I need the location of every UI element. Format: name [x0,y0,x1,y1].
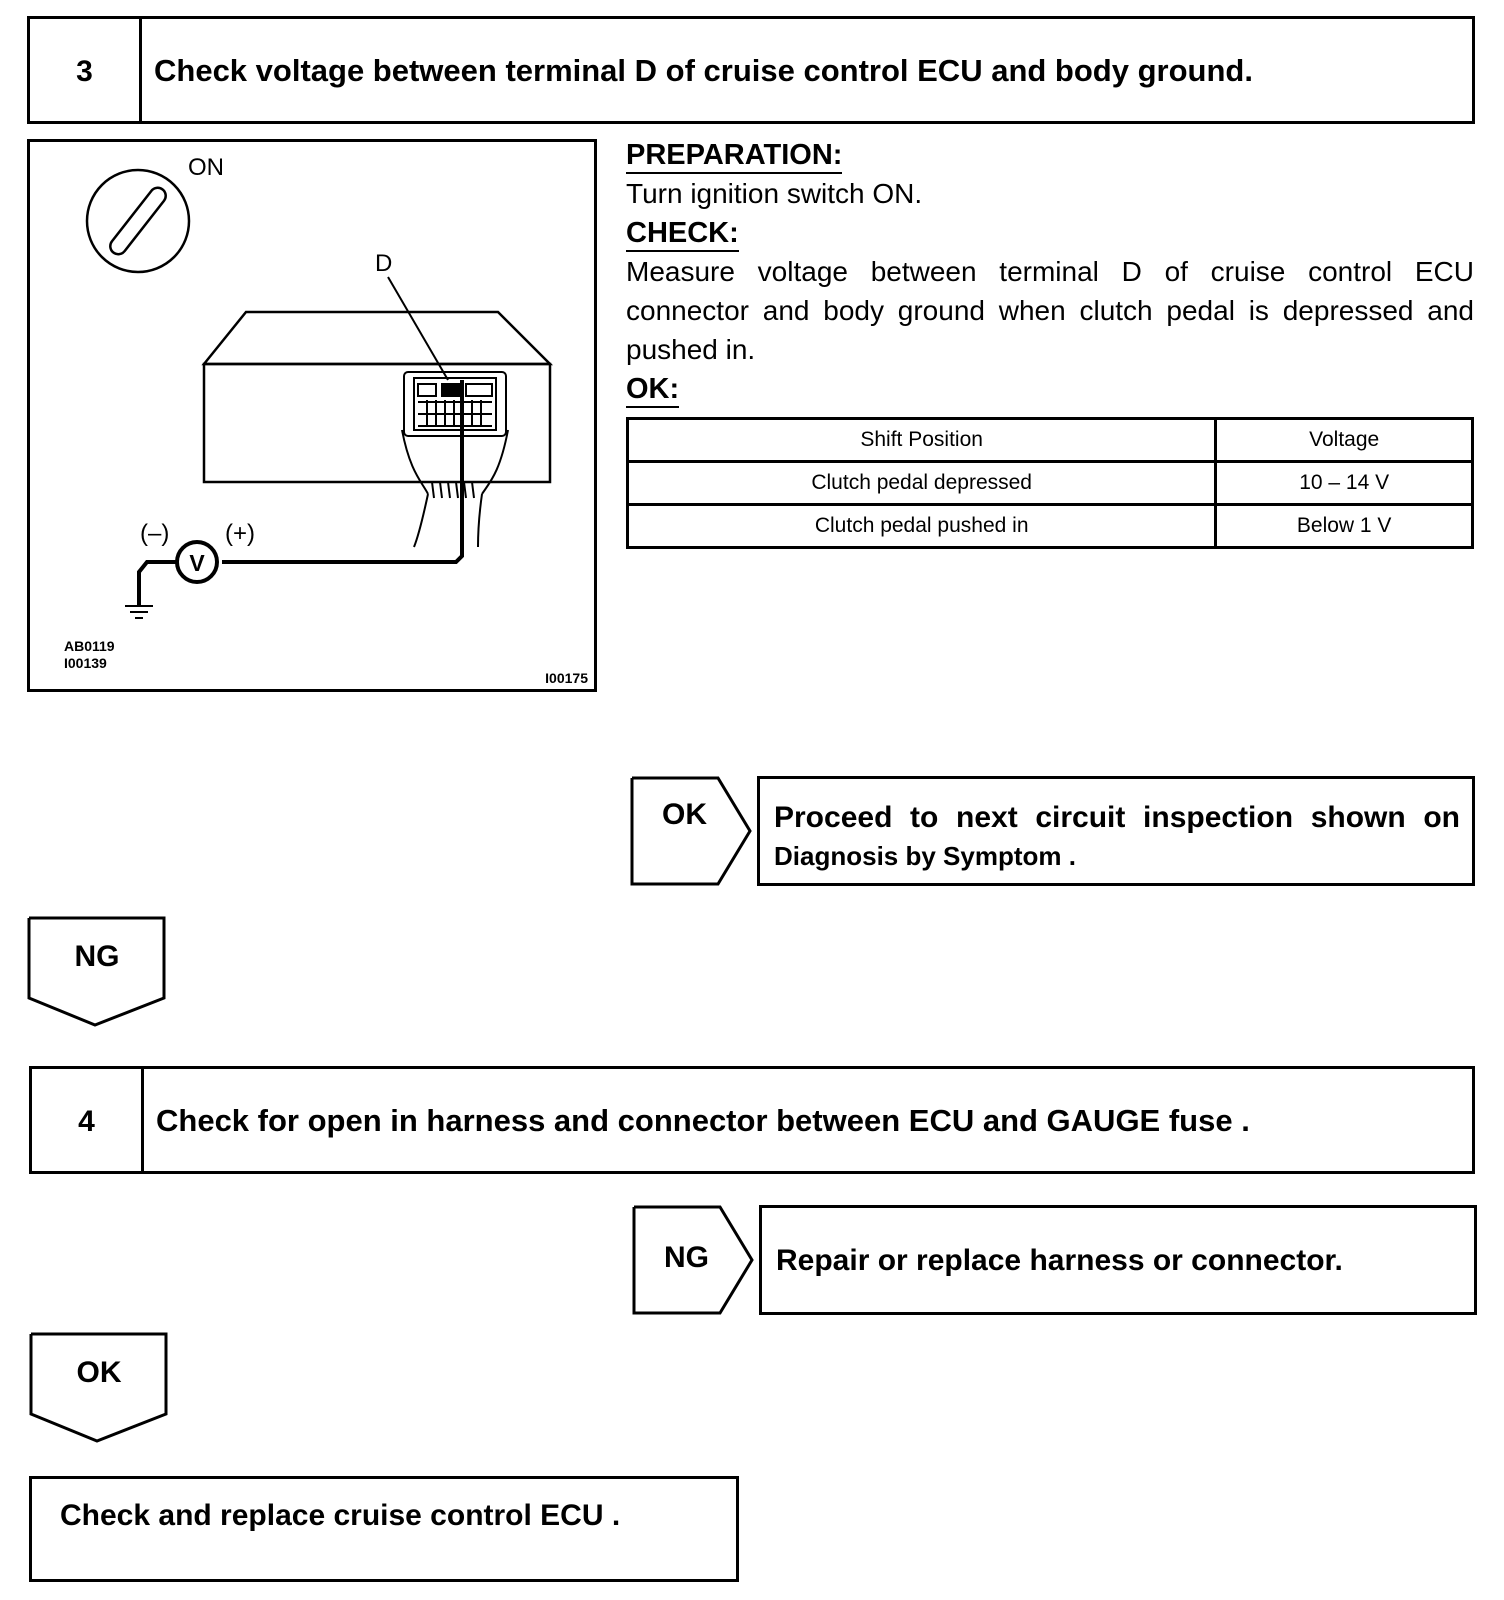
result-box-ng-2: Repair or replace harness or connector. [759,1205,1477,1315]
final-action-box: Check and replace cruise control ECU . [29,1476,739,1582]
table-row: Clutch pedal depressed 10 – 14 V [625,460,1474,506]
step-4-title: Check for open in harness and connector … [156,1103,1250,1138]
ng-branch-label: NG [74,940,120,973]
terminal-d-pointer [387,276,449,381]
check-heading: CHECK: [626,217,739,252]
figure-code-right: I00175 [545,670,588,686]
ground-wire [137,560,177,606]
result-ok-1-line1: Proceed to next circuit inspection shown… [774,801,1460,834]
terminal-d-label: D [375,250,393,277]
minus-label: (–) [140,520,170,547]
voltmeter-icon: V [175,540,219,584]
plus-label: (+) [225,520,255,547]
ok-branch-label: OK [662,798,707,831]
ignition-on-label: ON [188,154,224,181]
step-4-header: 4 Check for open in harness and connecto… [29,1066,1475,1174]
check-text: Measure voltage between terminal D of cr… [626,256,1474,365]
table-row: Clutch pedal pushed in Below 1 V [625,503,1474,549]
ignition-switch-icon [85,168,191,274]
ok-branch-arrow-2: OK [29,1332,169,1444]
voltage-spec-table: Shift Position Voltage Clutch pedal depr… [625,417,1474,549]
inspection-text: PREPARATION: Turn ignition switch ON. CH… [626,135,1474,408]
ground-symbol-icon [125,605,153,619]
result-box-ok-1: Proceed to next circuit inspection shown… [757,776,1475,886]
table-cell: Clutch pedal pushed in [625,503,1218,549]
preparation-heading: PREPARATION: [626,139,843,174]
step-3-title: Check voltage between terminal D of crui… [154,53,1253,88]
connector-icon [403,371,507,437]
figure-code-left: AB0119 I00139 [64,638,115,671]
right-arrow-icon [630,776,752,886]
down-arrow-icon [27,916,166,1027]
down-arrow-icon [29,1332,168,1443]
ng-branch-arrow-2: NG [632,1205,756,1317]
voltmeter-symbol: V [189,550,205,576]
table-cell: 10 – 14 V [1214,460,1474,506]
ok-branch-arrow: OK [630,776,754,888]
step-4-number: 4 [32,1069,144,1171]
ecu-box-icon [201,310,554,484]
wiring-figure: V ON D (–) (+) AB0119 I00139 I00175 [27,139,597,692]
ok-heading: OK: [626,373,680,408]
table-cell: Below 1 V [1214,503,1474,549]
right-arrow-icon [632,1205,754,1315]
ecu-voltmeter-diagram: V [85,168,554,619]
table-header-row: Shift Position Voltage [625,417,1474,463]
step-3-number: 3 [30,19,142,121]
table-header-cell: Voltage [1214,417,1474,463]
result-ok-1-line2: Diagnosis by Symptom . [774,841,1076,871]
step-3-header: 3 Check voltage between terminal D of cr… [27,16,1475,124]
probe-wire [222,380,464,564]
preparation-text: Turn ignition switch ON. [626,178,923,209]
ng-branch-2-label: NG [664,1241,709,1274]
table-cell: Clutch pedal depressed [625,460,1218,506]
table-header-cell: Shift Position [625,417,1218,463]
ng-branch-arrow: NG [27,916,167,1028]
ok-branch-2-label: OK [76,1356,122,1389]
wire-harness-icon [401,429,509,548]
